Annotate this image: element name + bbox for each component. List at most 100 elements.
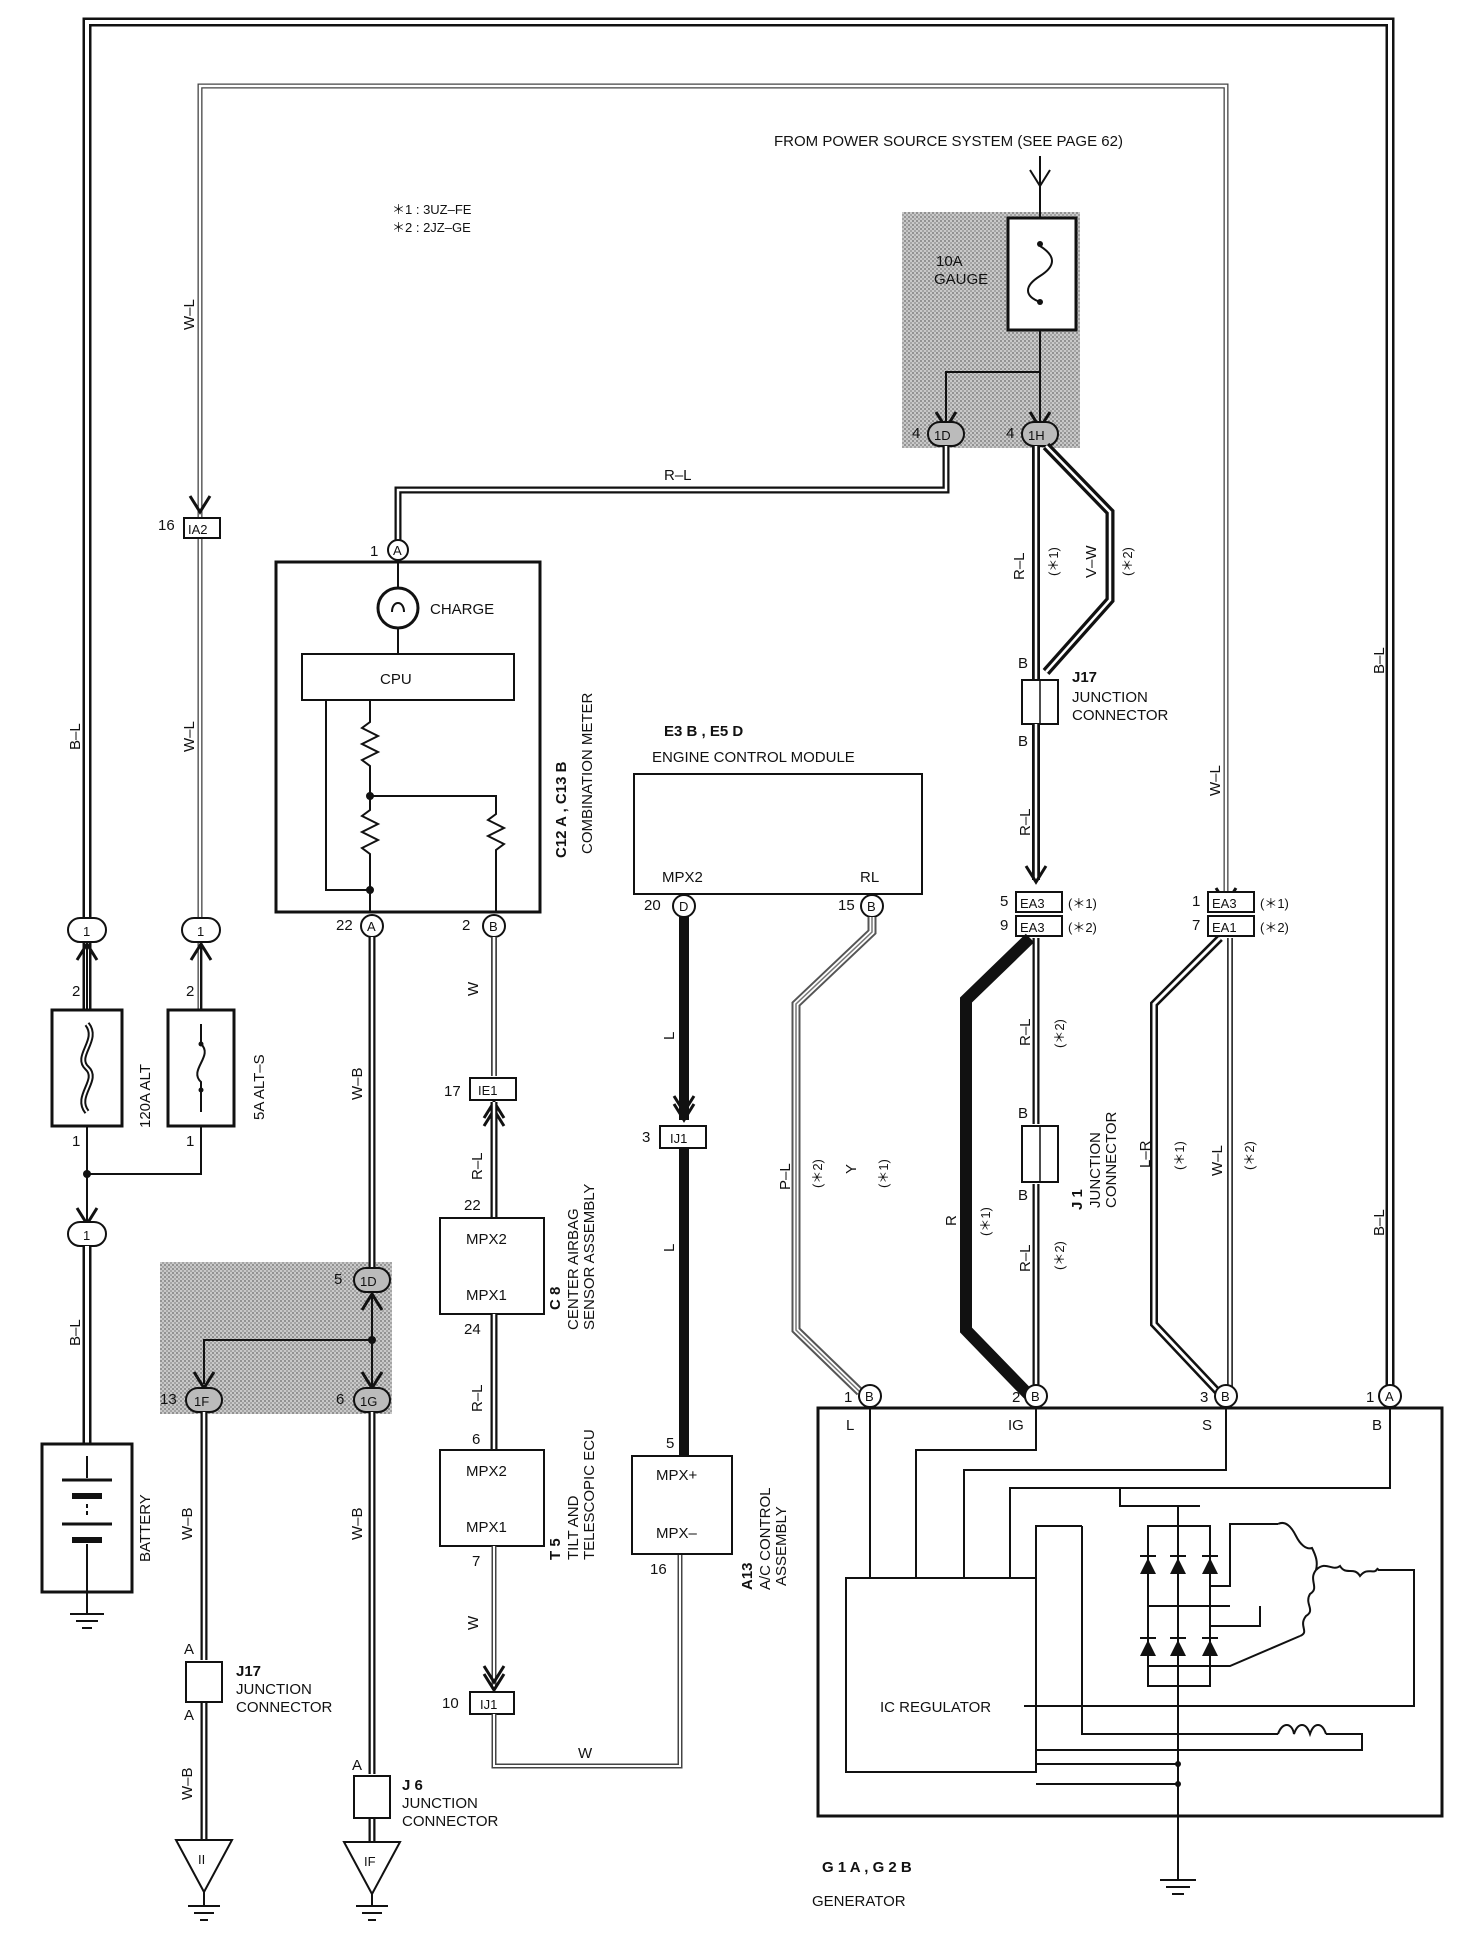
svg-text:D: D xyxy=(679,899,688,914)
arrow-wl-left xyxy=(188,495,212,515)
connector-ie1: 17 IE1 xyxy=(444,1077,517,1101)
svg-text:3: 3 xyxy=(1200,1389,1208,1406)
svg-text:(＊1): (＊1) xyxy=(1260,896,1289,911)
power-source-label: FROM POWER SOURCE SYSTEM (SEE PAGE 62) xyxy=(774,133,1123,150)
svg-text:B: B xyxy=(1031,1389,1040,1404)
svg-text:1: 1 xyxy=(197,924,204,939)
ground-ii xyxy=(174,1839,234,1895)
wire-label-rl-1h: R–L xyxy=(1011,552,1028,580)
wire-label-wl-right-top: W–L xyxy=(1207,765,1224,796)
connector-ea3-left: 5 EA3 (＊1) 9 EA3 (＊2) xyxy=(1000,891,1097,937)
wire-label-lr: L–R xyxy=(1137,1140,1154,1168)
ground-if xyxy=(342,1841,402,1897)
j17-top-code: J17 xyxy=(1072,669,1097,686)
wire-label-w-bottom: W xyxy=(578,1745,593,1762)
wire-label-w-meter: W xyxy=(465,981,482,996)
ic-regulator xyxy=(845,1577,1037,1773)
svg-text:EA3: EA3 xyxy=(1020,920,1045,935)
svg-text:(＊2): (＊2) xyxy=(1068,920,1097,935)
field-coil xyxy=(1035,1526,1363,1785)
engine-control-module xyxy=(633,773,923,895)
wire-label-bl-right: B–L xyxy=(1371,1209,1388,1236)
svg-text:1G: 1G xyxy=(360,1394,377,1409)
j6-junction: JUNCTION xyxy=(402,1795,478,1812)
cpu-block xyxy=(301,653,515,701)
svg-text:EA3: EA3 xyxy=(1020,896,1045,911)
combo-meter-code: C12 A , C13 B xyxy=(553,761,570,858)
connector-1-left-a: 1 xyxy=(67,917,107,943)
connector-ij1-top: 3 IJ1 xyxy=(642,1125,707,1149)
arrow-power-in xyxy=(1029,169,1051,188)
ground-ii-label: II xyxy=(198,1852,205,1867)
svg-text:2: 2 xyxy=(462,917,470,934)
wire-label-y-s1: (＊1) xyxy=(876,1159,891,1188)
connector-1-battery: 1 xyxy=(67,1221,107,1247)
ecm-code: E3 B , E5 D xyxy=(664,723,743,740)
ground-if-label: IF xyxy=(364,1854,376,1869)
wire-w-bottom xyxy=(491,1554,683,1769)
junction-j6 xyxy=(353,1775,391,1819)
connector-ea3-ea1-right: 1 EA3 (＊1) 7 EA1 (＊2) xyxy=(1192,891,1289,937)
svg-text:5: 5 xyxy=(1000,893,1008,910)
ac-code: A13 xyxy=(739,1562,756,1590)
svg-text:1: 1 xyxy=(370,543,378,560)
wire-label-rl-top: R–L xyxy=(664,467,692,484)
tilt-code: T 5 xyxy=(547,1538,564,1560)
generator-code: G 1 A , G 2 B xyxy=(822,1859,912,1876)
svg-text:IJ1: IJ1 xyxy=(480,1697,497,1712)
svg-text:1H: 1H xyxy=(1028,428,1045,443)
svg-text:A: A xyxy=(184,1641,194,1658)
stator-coils xyxy=(1024,1522,1415,1707)
wire-label-wb-if: W–B xyxy=(349,1507,366,1540)
svg-text:1: 1 xyxy=(1192,893,1200,910)
charge-lamp xyxy=(376,586,420,630)
wire-label-b-j1-top: B xyxy=(1018,1105,1028,1122)
svg-text:6: 6 xyxy=(336,1391,344,1408)
svg-text:16: 16 xyxy=(158,517,175,534)
svg-text:7: 7 xyxy=(1192,917,1200,934)
wire-r xyxy=(960,933,1035,1401)
svg-text:IJ1: IJ1 xyxy=(670,1131,687,1146)
j6-code: J 6 xyxy=(402,1777,423,1794)
svg-text:1F: 1F xyxy=(194,1394,209,1409)
note-1: ＊1 : 3UZ–FE xyxy=(392,202,472,217)
ecm-name: ENGINE CONTROL MODULE xyxy=(652,749,855,766)
svg-text:22: 22 xyxy=(464,1197,481,1214)
gen-terminal-s: S xyxy=(1202,1417,1212,1434)
wire-label-j1-bot-s2: (＊2) xyxy=(1052,1241,1067,1270)
svg-text:1: 1 xyxy=(844,1389,852,1406)
wire-label-b-j17-top: B xyxy=(1018,655,1028,672)
connector-ia2: 16 IA2 xyxy=(158,517,221,539)
svg-text:7: 7 xyxy=(472,1553,480,1570)
svg-text:1D: 1D xyxy=(360,1274,377,1289)
diodes xyxy=(1140,1555,1218,1656)
svg-text:13: 13 xyxy=(160,1391,177,1408)
airbag-code: C 8 xyxy=(547,1287,564,1310)
connector-ij1-bottom: 10 IJ1 xyxy=(442,1691,515,1715)
charge-label: CHARGE xyxy=(430,601,494,618)
svg-text:A: A xyxy=(352,1757,362,1774)
j17-bottom-code: J17 xyxy=(236,1663,261,1680)
wire-label-r: R xyxy=(943,1215,960,1226)
gen-terminal-ig: IG xyxy=(1008,1417,1024,1434)
airbag-name-2: SENSOR ASSEMBLY xyxy=(581,1184,598,1330)
tilt-name-1: TILT AND xyxy=(565,1495,582,1560)
wire-label-rl-airbag: R–L xyxy=(469,1152,486,1180)
gen-terminal-b: B xyxy=(1372,1417,1382,1434)
connector-1-left-b: 1 xyxy=(181,917,221,943)
fuse-gauge-element xyxy=(1027,245,1053,303)
svg-text:IA2: IA2 xyxy=(188,522,208,537)
svg-text:1: 1 xyxy=(83,924,90,939)
junction-j17-bottom xyxy=(185,1661,223,1703)
fuse-gauge-label: 10A xyxy=(936,253,963,270)
tilt-mpx1: MPX1 xyxy=(466,1519,507,1536)
tilt-mpx2: MPX2 xyxy=(466,1463,507,1480)
gen-terminal-l: L xyxy=(846,1417,854,1434)
wire-label-wl-right: W–L xyxy=(1209,1145,1226,1176)
wire-p-l-y xyxy=(791,917,877,1396)
svg-text:3: 3 xyxy=(642,1129,650,1146)
svg-text:24: 24 xyxy=(464,1321,481,1338)
ic-regulator-label: IC REGULATOR xyxy=(880,1699,991,1716)
note-2: ＊2 : 2JZ–GE xyxy=(392,220,471,235)
